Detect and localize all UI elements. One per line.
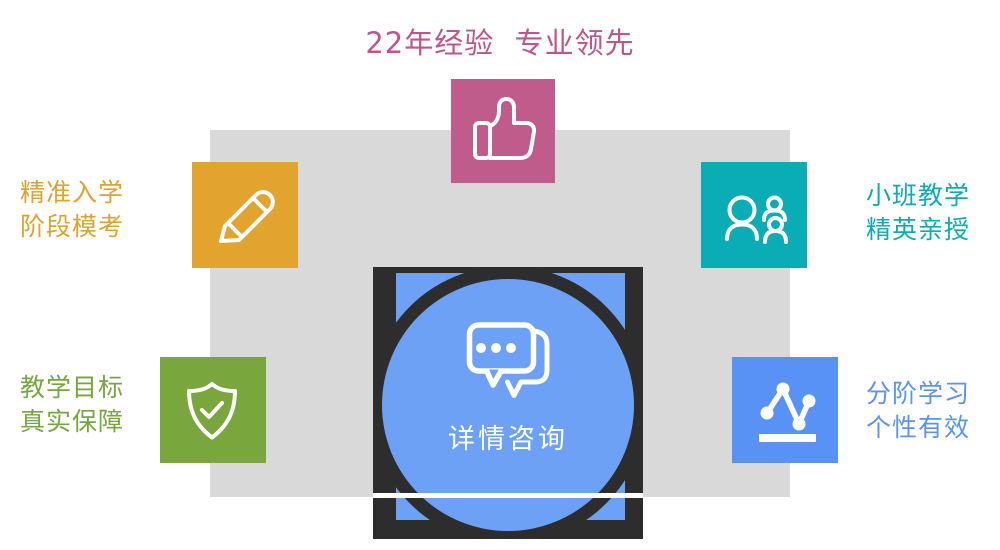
- feature-tile-teaching-goal: [160, 357, 266, 463]
- pencil-icon: [193, 163, 297, 267]
- consult-frame: 详情咨询: [373, 267, 643, 539]
- feature-label-line: 精准入学: [20, 178, 125, 207]
- feature-tile-small-class: [701, 162, 807, 268]
- feature-label-line: 精英亲授: [866, 215, 971, 244]
- feature-label-small-class: 小班教学 精英亲授: [866, 179, 970, 247]
- feature-tile-staged-learning: [732, 357, 838, 463]
- consult-button-label[interactable]: 详情咨询: [448, 424, 568, 455]
- feature-label-line: 阶段模考: [20, 212, 125, 241]
- feature-label-line: 真实保障: [20, 407, 125, 436]
- feature-label-staged-learning: 分阶学习 个性有效: [866, 377, 970, 445]
- feature-tile-precise-entry: [192, 162, 298, 268]
- consult-button[interactable]: 详情咨询: [382, 279, 634, 531]
- thumbs-up-icon: [451, 79, 555, 183]
- badge-thumbs-up-tile: [451, 79, 555, 183]
- shield-check-icon: [161, 358, 265, 462]
- feature-label-line: 小班教学: [866, 181, 971, 210]
- chart-line-icon: [733, 358, 837, 462]
- people-icon: [702, 163, 806, 267]
- banner-title: 22年经验 专业领先: [365, 26, 635, 60]
- feature-label-teaching-goal: 教学目标 真实保障: [20, 371, 124, 439]
- feature-label-line: 个性有效: [866, 413, 971, 442]
- feature-label-line: 分阶学习: [866, 379, 971, 408]
- chat-bubbles-icon: [466, 321, 550, 403]
- panel-bottom-divider: [373, 493, 643, 498]
- feature-label-precise-entry: 精准入学 阶段模考: [20, 176, 124, 244]
- feature-label-line: 教学目标: [20, 373, 125, 402]
